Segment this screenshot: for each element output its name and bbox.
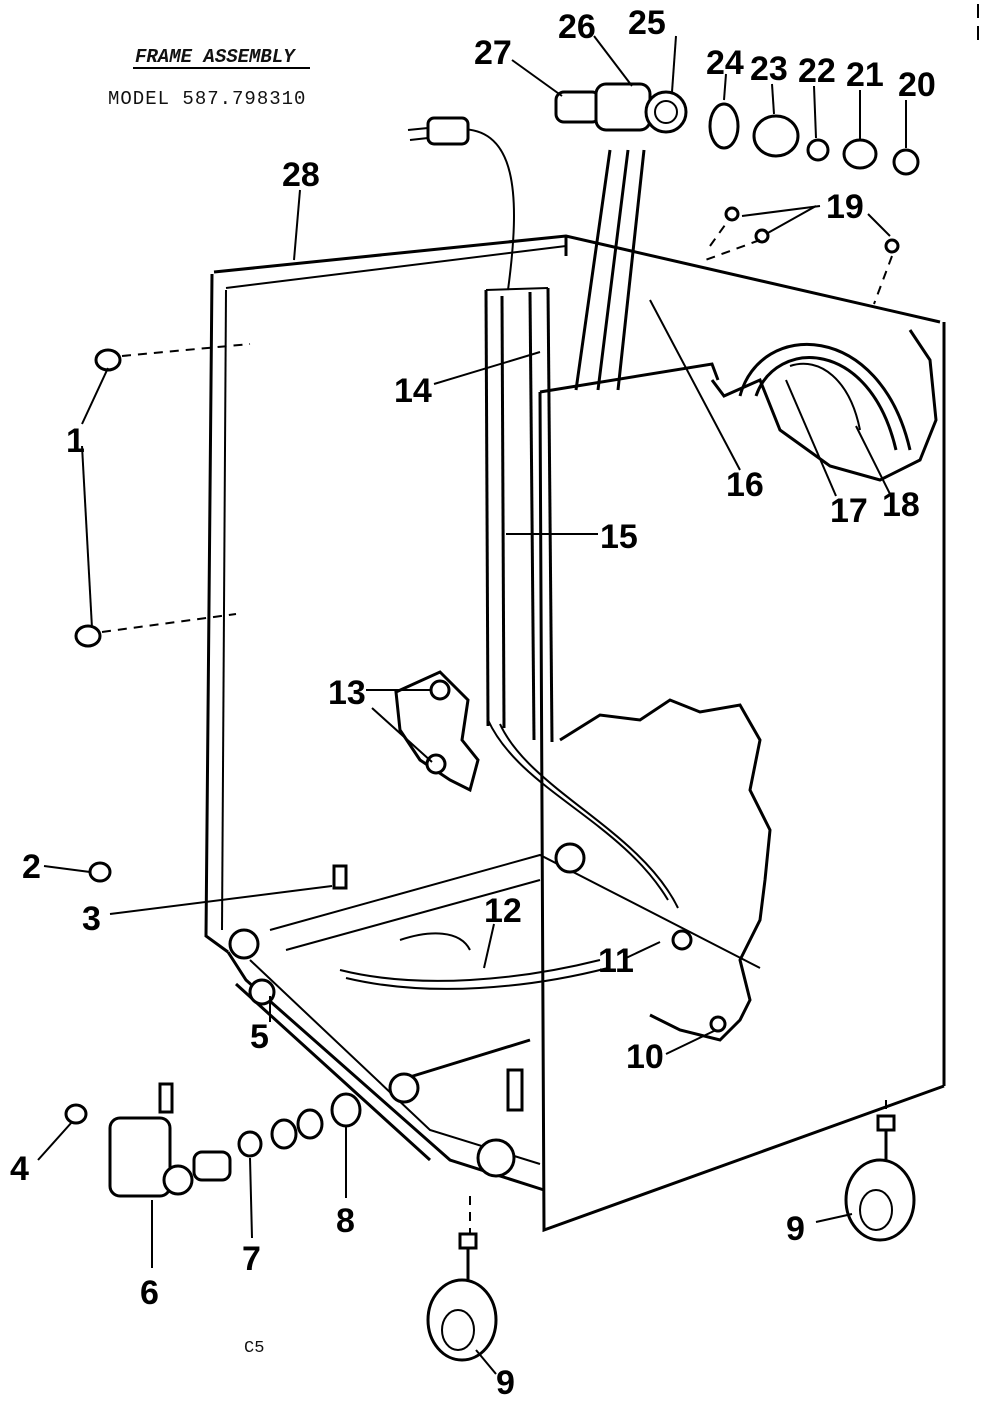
callouts: 1 2 3 4 5 6 7 8 9 9 10 11 12 13 14 15 16… [10,4,936,1402]
footer-code: C5 [244,1339,264,1358]
callout-8: 8 [336,1202,355,1240]
vertical-channel [484,287,554,743]
cabinet-frame [204,234,946,1233]
callout-26: 26 [558,8,596,46]
callout-7: 7 [242,1240,261,1278]
model-number: MODEL 587.798310 [108,88,306,110]
callout-5: 5 [250,1018,269,1056]
suspension-arc [738,342,912,451]
wire-harness [339,932,609,990]
callout-23: 23 [750,50,788,88]
caster-front [426,1232,498,1362]
pump-assembly [64,1082,362,1198]
callout-28: 28 [282,156,320,194]
callout-15: 15 [600,518,638,556]
callout-18: 18 [882,486,920,524]
callout-20: 20 [898,66,936,104]
callout-14: 14 [394,372,432,410]
drain-bar [388,1038,531,1112]
callout-12: 12 [484,892,522,930]
callout-11: 11 [598,942,634,980]
callout-24: 24 [706,44,744,82]
inlet-valve-assembly [554,82,688,134]
caster-rear [844,1114,916,1242]
power-cord [407,116,679,909]
callout-2: 2 [22,848,41,886]
callout-1: 1 [66,422,85,460]
callout-4: 4 [10,1150,29,1188]
valve-fittings [708,102,920,176]
fasteners [74,206,900,1178]
callout-19: 19 [826,188,864,226]
callout-10: 10 [626,1038,664,1076]
dashed-guides [101,217,893,1236]
callout-27: 27 [474,34,512,72]
callout-3: 3 [82,900,101,938]
cutaway-edges [394,329,938,1042]
hoses [574,149,646,391]
diagram-title: FRAME ASSEMBLY [135,46,296,68]
leader-lines [37,35,907,1375]
callout-21: 21 [846,56,884,94]
callout-25: 25 [628,4,666,42]
callout-9-rear: 9 [786,1210,805,1248]
callout-22: 22 [798,52,836,90]
callout-13: 13 [328,674,366,712]
callout-6: 6 [140,1274,159,1312]
callout-9-front: 9 [496,1364,515,1402]
callout-16: 16 [726,466,764,504]
callout-17: 17 [830,492,868,530]
